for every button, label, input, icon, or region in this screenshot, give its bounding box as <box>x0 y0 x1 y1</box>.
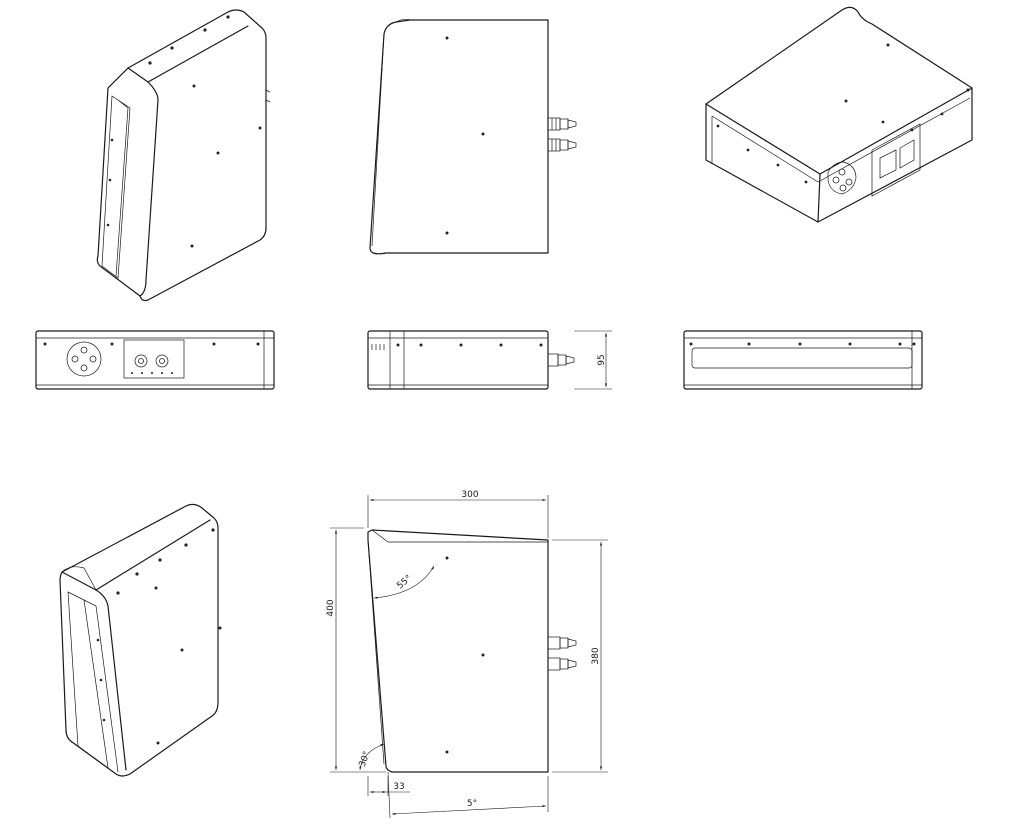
side-view-top <box>369 18 577 255</box>
dimension-33: 33 <box>393 782 404 792</box>
isometric-view-front-right <box>59 503 222 777</box>
dimensioned-side-view: 300 400 380 55° 30° 33 5° <box>326 490 608 819</box>
rear-elevation-view <box>35 330 275 390</box>
angle-55: 55° <box>395 574 414 592</box>
angle-30: 30° <box>358 750 373 768</box>
front-elevation-view <box>683 330 923 390</box>
dimension-380: 380 <box>591 647 601 664</box>
connector-upper <box>547 117 577 131</box>
isometric-view-back-top <box>705 6 973 223</box>
connector-lower <box>547 138 577 152</box>
rear-panel-plate <box>827 123 921 197</box>
angle-5: 5° <box>467 799 477 809</box>
dimension-95: 95 <box>597 354 607 365</box>
side-elevation-view: 95 <box>367 330 612 390</box>
dimension-300: 300 <box>461 490 478 500</box>
dimension-400: 400 <box>326 599 336 616</box>
isometric-view-front-left <box>96 9 271 302</box>
